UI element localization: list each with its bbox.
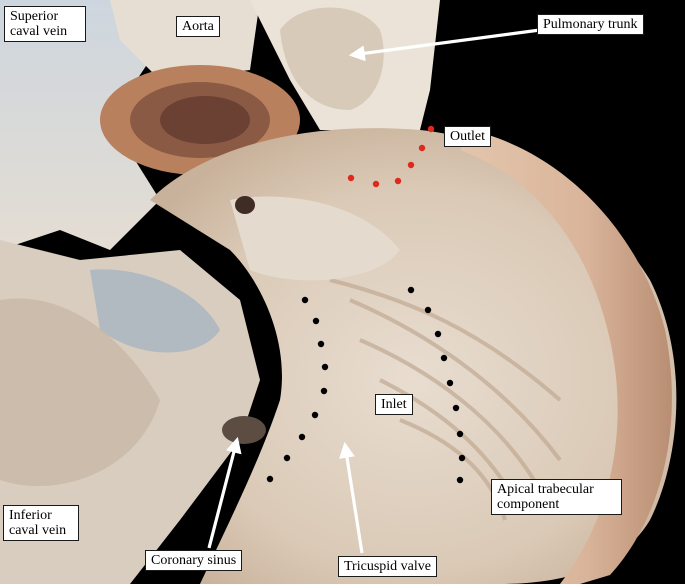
label-apical-trabecular-component: Apical trabecular component bbox=[491, 479, 622, 515]
label-inferior-caval-vein: Inferior caval vein bbox=[3, 505, 79, 541]
label-coronary-sinus: Coronary sinus bbox=[145, 550, 243, 571]
pulmonary-trunk-inner bbox=[280, 7, 384, 110]
valve-orifice-small bbox=[235, 196, 255, 214]
label-inlet: Inlet bbox=[375, 394, 413, 415]
right-atrium-tissue bbox=[0, 0, 160, 250]
label-pulmonary-trunk: Pulmonary trunk bbox=[537, 14, 644, 35]
ventricular-wall bbox=[460, 130, 672, 584]
septal-leaflet-region bbox=[230, 196, 400, 281]
label-aorta: Aorta bbox=[176, 16, 220, 37]
aortic-valve-leaflets bbox=[160, 96, 250, 144]
coronary-sinus-orifice bbox=[222, 416, 266, 444]
atrial-blue-shading bbox=[90, 269, 220, 353]
coronary-sinus-arrow bbox=[207, 436, 242, 549]
label-superior-caval-vein: Superior caval vein bbox=[4, 6, 86, 42]
label-outlet: Outlet bbox=[444, 126, 491, 147]
outlet-boundary-dots bbox=[347, 125, 435, 188]
tricuspid-valve-arrow bbox=[339, 441, 364, 554]
pulmonary-trunk-arrow bbox=[348, 28, 541, 62]
superior-caval-vein-tissue bbox=[110, 0, 260, 80]
annotation-arrows bbox=[207, 28, 541, 554]
inlet-boundary-dots bbox=[266, 286, 466, 484]
atrial-lower-left bbox=[0, 298, 160, 487]
label-tricuspid-valve: Tricuspid valve bbox=[338, 556, 437, 577]
